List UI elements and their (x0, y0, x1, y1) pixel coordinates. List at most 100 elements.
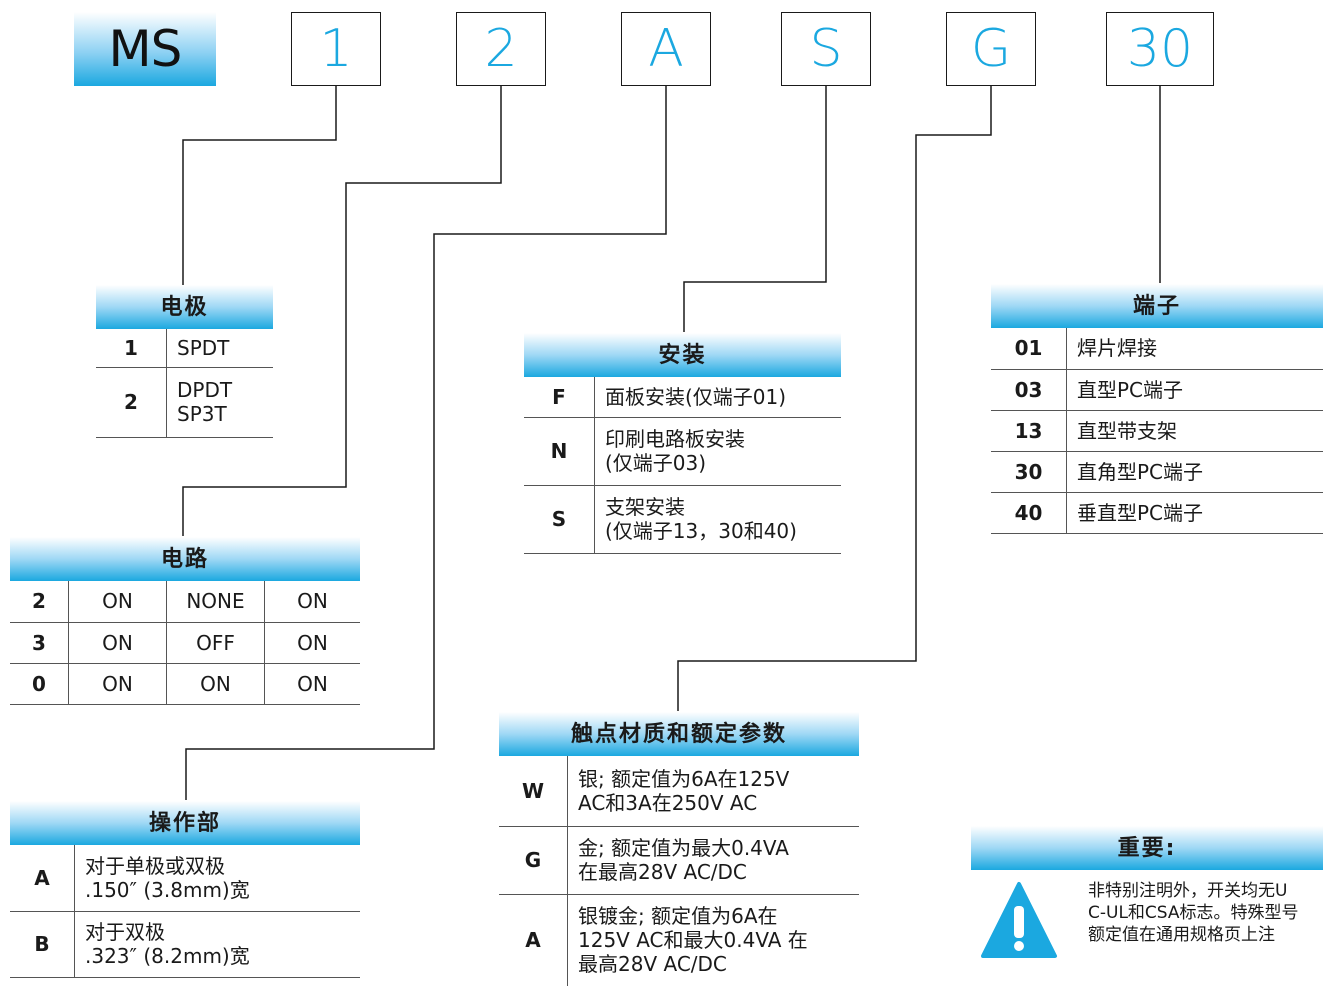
actuator-label-line: .323″ (8.2mm)宽 (85, 944, 250, 968)
important-title: 重要: (971, 826, 1323, 870)
important-line: C-UL和CSA标志。特殊型号 (1088, 903, 1299, 923)
contacts-key: W (499, 756, 568, 826)
mounting-key: S (524, 485, 595, 553)
contacts-label-line: 最高28V AC/DC (578, 952, 727, 977)
table-row: 2 DPDT SP3T (96, 367, 273, 437)
actuator-title: 操作部 (10, 801, 360, 845)
model-prefix: MS (74, 12, 216, 86)
contacts-label-line: 银; 额定值为6A在125V (578, 766, 790, 791)
mounting-key: F (524, 377, 595, 417)
mounting-label: 支架安装 (仅端子13，30和40) (595, 485, 842, 553)
contacts-label: 银镀金; 额定值为6A在 125V AC和最大0.4VA 在 最高28V AC/… (568, 894, 860, 986)
table-row: N 印刷电路板安装 (仅端子03) (524, 417, 841, 485)
table-row: B 对于双极 .323″ (8.2mm)宽 (10, 911, 360, 977)
contacts-label: 银; 额定值为6A在125V AC和3A在250V AC (568, 756, 860, 826)
circuit-key: 2 (10, 581, 69, 622)
code-segment-contacts: G (946, 12, 1036, 86)
contacts-label-line: AC和3A在250V AC (578, 790, 758, 815)
table-row: 2 ON NONE ON (10, 581, 360, 622)
table-row: 13 直型带支架 (991, 410, 1323, 451)
terminals-key: 13 (991, 410, 1067, 451)
code-segment-poles: 1 (291, 12, 381, 86)
table-row: 3 ON OFF ON (10, 622, 360, 663)
table-row: S 支架安装 (仅端子13，30和40) (524, 485, 841, 553)
poles-title: 电极 (96, 285, 273, 329)
actuator-label: 对于双极 .323″ (8.2mm)宽 (75, 911, 361, 977)
contacts-label: 金; 额定值为最大0.4VA 在最高28V AC/DC (568, 826, 860, 894)
actuator-label-line: 对于单极或双极 (85, 853, 225, 878)
terminals-key: 03 (991, 369, 1067, 410)
mounting-title: 安装 (524, 333, 841, 377)
poles-label-line: DPDT (177, 378, 233, 402)
contacts-title: 触点材质和额定参数 (499, 712, 859, 756)
terminals-label: 直角型PC端子 (1077, 459, 1204, 484)
poles-key: 2 (96, 367, 167, 437)
circuit-cell: ON (68, 663, 167, 704)
circuit-cell: ON (68, 581, 167, 622)
terminals-table: 01 焊片焊接 03 直型PC端子 13 直型带支架 30 直角型PC端子 40… (991, 328, 1323, 534)
important-line: 非特别注明外，开关均无U (1088, 881, 1288, 901)
poles-table: 1 SPDT 2 DPDT SP3T (96, 329, 273, 438)
circuit-cell: ON (166, 663, 265, 704)
circuit-title: 电路 (10, 537, 360, 581)
code-segment-actuator: A (621, 12, 711, 86)
table-row: 1 SPDT (96, 329, 273, 367)
poles-label: SPDT (177, 335, 230, 360)
contacts-key: A (499, 894, 568, 986)
actuator-label-line: 对于双极 (85, 920, 165, 944)
terminals-key: 30 (991, 451, 1067, 492)
table-row: 30 直角型PC端子 (991, 451, 1323, 492)
table-row: A 对于单极或双极 .150″ (3.8mm)宽 (10, 845, 360, 911)
circuit-key: 3 (10, 622, 69, 663)
table-row: 01 焊片焊接 (991, 328, 1323, 369)
code-segment-mounting: S (781, 12, 871, 86)
important-line: 额定值在通用规格页上注 (1088, 925, 1275, 945)
mounting-label-line: (仅端子03) (605, 451, 707, 475)
actuator-table: A 对于单极或双极 .150″ (3.8mm)宽 B 对于双极 .323″ (8… (10, 845, 360, 978)
circuit-cell: ON (297, 671, 328, 696)
circuit-cell: ON (297, 589, 328, 614)
contacts-table: W 银; 额定值为6A在125V AC和3A在250V AC G 金; 额定值为… (499, 756, 859, 986)
table-row: G 金; 额定值为最大0.4VA 在最高28V AC/DC (499, 826, 859, 894)
terminals-label: 直型带支架 (1077, 418, 1177, 443)
circuit-cell: ON (297, 630, 328, 655)
actuator-label: 对于单极或双极 .150″ (3.8mm)宽 (75, 845, 361, 911)
contacts-label-line: 125V AC和最大0.4VA 在 (578, 928, 808, 953)
contacts-label-line: 银镀金; 额定值为6A在 (578, 904, 778, 929)
terminals-label: 焊片焊接 (1077, 336, 1157, 361)
table-row: F 面板安装(仅端子01) (524, 377, 841, 417)
table-row: 40 垂直型PC端子 (991, 492, 1323, 533)
terminals-label: 直型PC端子 (1077, 377, 1184, 402)
mounting-key: N (524, 417, 595, 485)
poles-label: DPDT SP3T (167, 367, 274, 437)
poles-key: 1 (96, 329, 167, 367)
warning-triangle-icon (980, 880, 1058, 960)
table-row: W 银; 额定值为6A在125V AC和3A在250V AC (499, 756, 859, 826)
code-segment-circuit: 2 (456, 12, 546, 86)
terminals-key: 01 (991, 328, 1067, 369)
table-row: 03 直型PC端子 (991, 369, 1323, 410)
actuator-key: A (10, 845, 75, 911)
contacts-label-line: 金; 额定值为最大0.4VA (578, 836, 789, 860)
circuit-cell: OFF (166, 622, 265, 663)
actuator-label-line: .150″ (3.8mm)宽 (85, 877, 250, 902)
circuit-table: 2 ON NONE ON 3 ON OFF ON 0 ON ON ON (10, 581, 360, 705)
mounting-label-line: (仅端子13，30和40) (605, 519, 797, 543)
circuit-key: 0 (10, 663, 69, 704)
mounting-label-line: 印刷电路板安装 (605, 427, 745, 451)
table-row: 0 ON ON ON (10, 663, 360, 704)
terminals-label: 垂直型PC端子 (1077, 500, 1204, 525)
terminals-key: 40 (991, 492, 1067, 533)
mounting-table: F 面板安装(仅端子01) N 印刷电路板安装 (仅端子03) S 支架安装 (… (524, 377, 841, 554)
contacts-label-line: 在最高28V AC/DC (578, 860, 747, 884)
poles-label-line: SP3T (177, 402, 227, 426)
contacts-key: G (499, 826, 568, 894)
circuit-cell: NONE (166, 581, 265, 622)
terminals-title: 端子 (991, 284, 1323, 328)
table-row: A 银镀金; 额定值为6A在 125V AC和最大0.4VA 在 最高28V A… (499, 894, 859, 986)
code-segment-terminals: 30 (1106, 12, 1214, 86)
mounting-label: 面板安装(仅端子01) (605, 384, 787, 409)
circuit-cell: ON (68, 622, 167, 663)
mounting-label: 印刷电路板安装 (仅端子03) (595, 417, 842, 485)
